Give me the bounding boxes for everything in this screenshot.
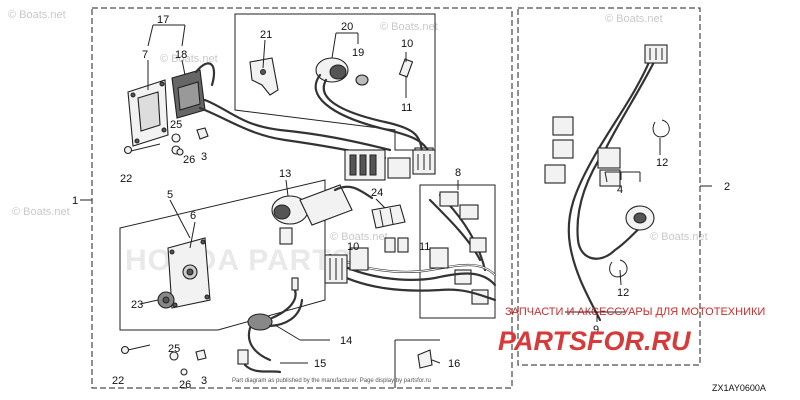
watermark: © Boats.net: [12, 206, 70, 218]
callout-12: 12: [617, 287, 629, 299]
callout-11: 11: [401, 102, 412, 114]
callout-21: 21: [260, 29, 272, 41]
callout-15: 15: [314, 358, 326, 370]
callout-leaders: [139, 24, 661, 388]
callout-14: 14: [340, 335, 352, 347]
part-19-cap: [355, 74, 369, 86]
callout-22: 22: [112, 375, 124, 387]
part-10-pin-top: [398, 58, 414, 78]
part-13-ignition-switch: [271, 184, 374, 245]
part-26-washer: [176, 148, 184, 156]
lower-fasteners: [120, 344, 207, 376]
watermark: © Boats.net: [330, 231, 388, 243]
part-8-harness: [428, 191, 489, 305]
brand-tagline: ЗАПЧАСТИ И АКСЕССУАРЫ ДЛЯ МОТОТЕХНИКИ: [505, 306, 765, 318]
callout-2: 2: [724, 181, 730, 193]
group-20-frame: [234, 13, 436, 151]
callout-1: 1: [72, 195, 78, 207]
callout-4: 4: [617, 184, 623, 196]
connector-block-top: [344, 147, 434, 181]
connector-lower-20: [412, 149, 436, 175]
watermark: © Boats.net: [605, 13, 663, 25]
watermark: © Boats.net: [160, 53, 218, 65]
callout-25: 25: [170, 119, 182, 131]
callout-20: 20: [341, 21, 353, 33]
assembly-1-frame: [91, 7, 513, 389]
callout-22: 22: [120, 173, 132, 185]
callout-26: 26: [183, 154, 195, 166]
part-3-nut: [196, 127, 209, 140]
watermark: © Boats.net: [380, 21, 438, 33]
callout-26: 26: [179, 379, 191, 391]
part-12-clamp-bottom: [609, 259, 628, 278]
part-12-clamp-top: [652, 119, 670, 138]
callout-10: 10: [401, 38, 413, 50]
callout-16: 16: [448, 358, 460, 370]
callout-23: 23: [131, 299, 143, 311]
callout-3: 3: [201, 375, 207, 387]
part-20-sensor: [314, 57, 432, 157]
watermark: © Boats.net: [650, 231, 708, 243]
part-7-panel: [127, 79, 169, 147]
watermark: © Boats.net: [8, 9, 66, 21]
callout-7: 7: [142, 49, 148, 61]
diagram-footnote: Part diagram as published by the manufac…: [232, 378, 431, 384]
switch-harness: [203, 98, 392, 152]
brand-name: PARTSFOR.RU: [498, 326, 692, 356]
assembly-2-frame: [517, 7, 701, 366]
watermarks: © Boats.net © Boats.net © Boats.net © Bo…: [8, 9, 708, 243]
callout-10: 10: [347, 241, 359, 253]
callout-13: 13: [279, 168, 291, 180]
part-16-clip: [417, 349, 433, 369]
diagram-code: ZX1AY0600A: [712, 383, 766, 393]
callout-18: 18: [175, 49, 187, 61]
callout-19: 19: [352, 47, 364, 59]
part-2-harness: [544, 44, 668, 322]
callout-5: 5: [167, 189, 173, 201]
brand-watermark: ЗАПЧАСТИ И АКСЕССУАРЫ ДЛЯ МОТОТЕХНИКИ PA…: [498, 306, 765, 356]
callout-25: 25: [168, 343, 180, 355]
callout-3: 3: [201, 151, 207, 163]
part-21-bracket: [249, 57, 279, 96]
callout-6: 6: [190, 210, 196, 222]
part-6-plate: [167, 237, 211, 309]
part-15-lanyard: [237, 349, 282, 374]
callouts: 1 2 3 3 4 5 6 7 8 9 10 10 11 11 12 12 13…: [72, 14, 730, 391]
group-5-frame: [119, 179, 326, 331]
callout-11: 11: [419, 241, 430, 253]
callout-12: 12: [656, 157, 668, 169]
background-ghost-text: HONDA PARTS: [125, 244, 353, 277]
callout-24: 24: [371, 187, 383, 199]
group-8-frame: [419, 184, 496, 319]
callout-8: 8: [455, 167, 461, 179]
part-23-grommet: [157, 291, 175, 309]
part-18-switch: [171, 62, 216, 119]
part-24-connector: [371, 204, 406, 229]
main-harness-center: [324, 237, 497, 302]
part-14-switch-cable: [247, 277, 304, 362]
callout-17: 17: [157, 14, 169, 26]
part-22-screw: [123, 143, 161, 155]
callout-9: 9: [593, 324, 599, 336]
